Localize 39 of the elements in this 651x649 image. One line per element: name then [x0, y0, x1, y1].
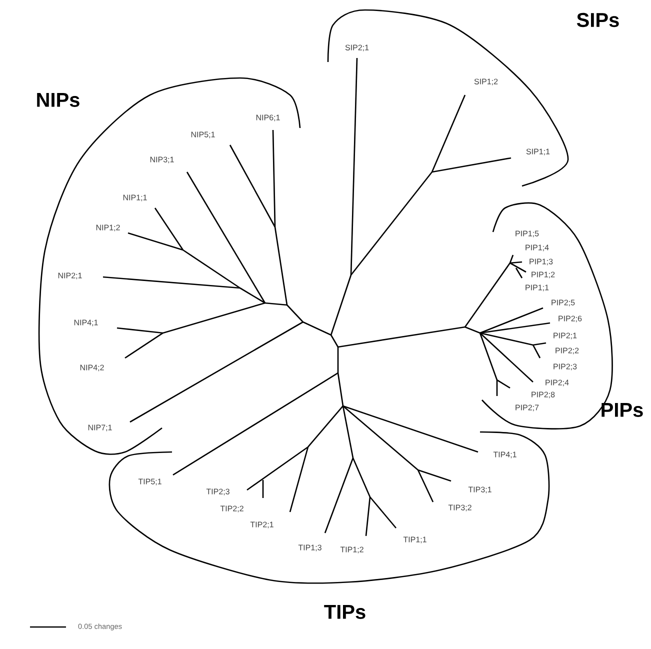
leaf-label: TIP5;1 [138, 478, 162, 486]
leaf-label: PIP2;1 [554, 332, 577, 340]
leaf-label: PIP2;3 [554, 364, 577, 370]
leaf-label: TIP3;2 [448, 504, 472, 512]
leaf-label: TIP2;2 [220, 506, 244, 512]
leaf-label: PIP2;2 [556, 348, 579, 354]
leaf-label: TIP2;3 [206, 488, 230, 496]
leaf-label: SIP1;2 [474, 78, 498, 86]
leaf-label: TIP3;1 [468, 486, 492, 494]
leaf-label: NIP3;1 [150, 156, 174, 164]
leaf-label: NIP6;1 [256, 114, 280, 122]
leaf-label: NIP4;1 [74, 320, 98, 326]
leaf-label: PIP1;3 [530, 258, 553, 266]
leaf-label: NIP4;2 [80, 364, 104, 372]
leaf-label: PIP2;7 [516, 404, 539, 412]
clade-label: PIPs [602, 403, 643, 417]
leaf-label: NIP2;1 [58, 272, 82, 280]
clade-label: NIPs [37, 93, 80, 107]
leaf-label: PIP1;2 [532, 272, 555, 278]
leaf-label: TIP4;1 [493, 452, 516, 458]
leaf-label: NIP1;1 [123, 194, 147, 202]
leaf-label: SIP2;1 [345, 44, 369, 52]
leaf-label: PIP1;4 [526, 244, 549, 252]
leaf-label: TIP1;3 [298, 544, 322, 552]
leaf-label: SIP1;1 [526, 148, 550, 156]
leaf-label: PIP1;5 [516, 230, 539, 238]
leaf-label: NIP5;1 [191, 132, 215, 138]
leaf-label: PIP2;4 [546, 380, 569, 386]
clade-label: SIPs [576, 12, 619, 28]
leaf-label: PIP1;1 [526, 284, 549, 292]
clade-label: TIPs [324, 605, 366, 619]
leaf-label: PIP2;5 [552, 300, 575, 306]
leaf-label: TIP2;1 [250, 522, 274, 528]
leaf-label: PIP2;6 [558, 316, 582, 322]
leaf-label: NIP1;2 [96, 224, 120, 232]
leaf-label: PIP2;8 [532, 392, 555, 398]
leaf-label: TIP1;1 [403, 536, 426, 544]
leaf-label: NIP7;1 [88, 424, 112, 432]
leaf-label: TIP1;2 [340, 546, 364, 554]
